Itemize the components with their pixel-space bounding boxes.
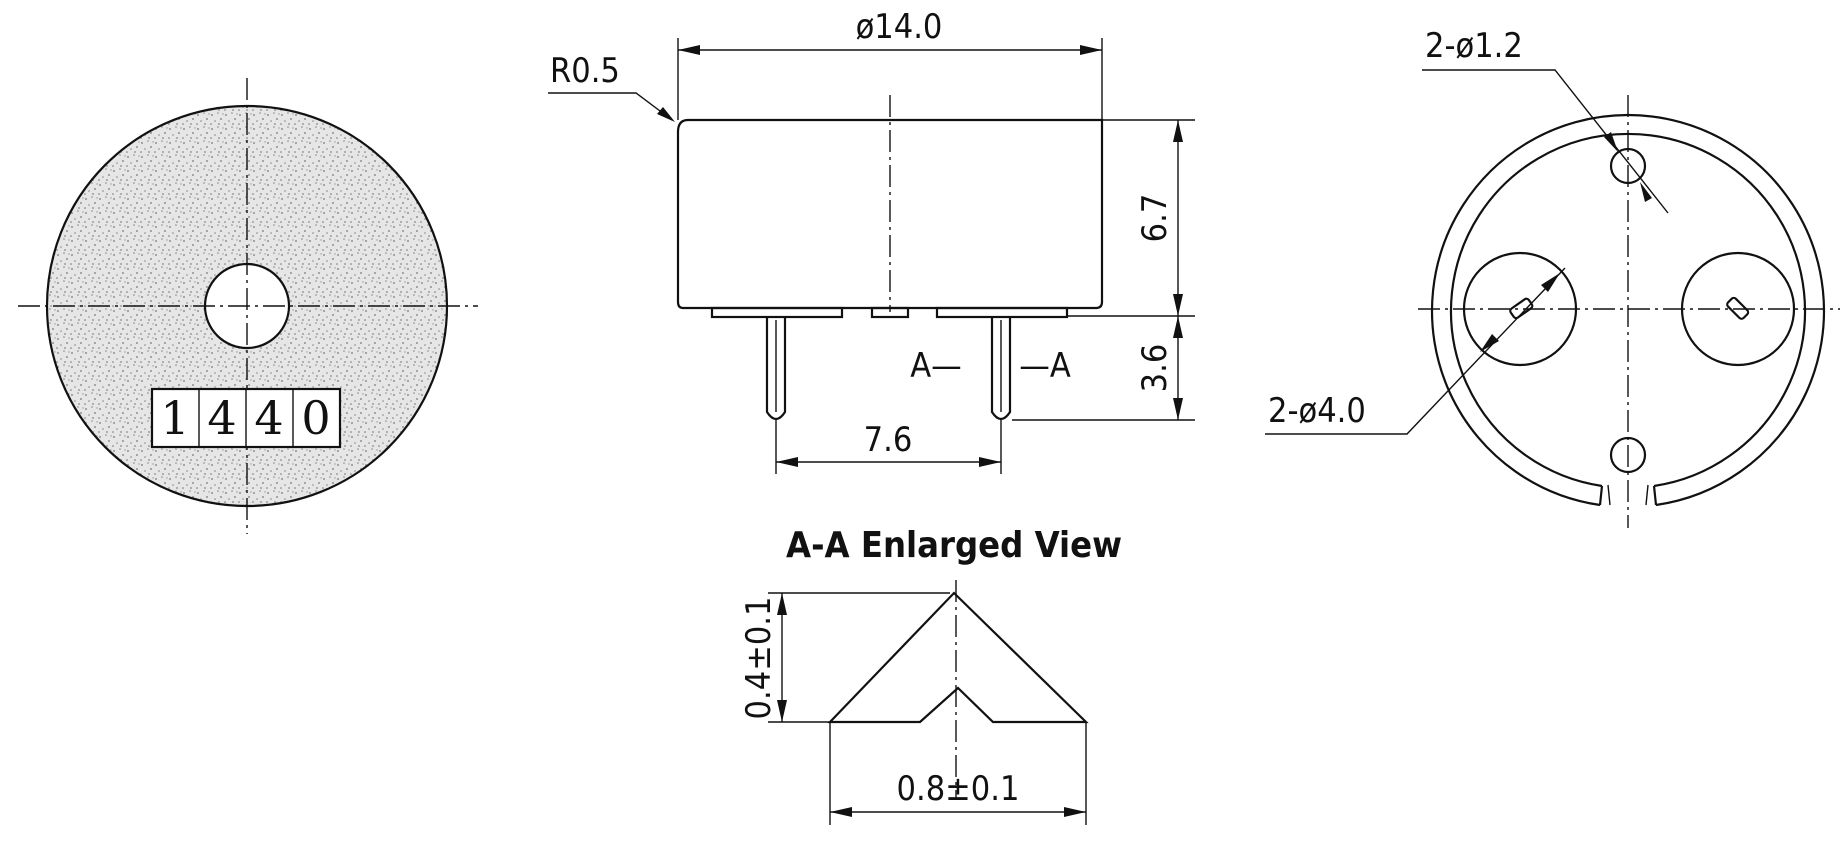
section-view: A-A Enlarged View 0.4±0.1 0.8±0.1 <box>739 525 1122 825</box>
pin-length-label: 3.6 <box>1135 344 1175 393</box>
section-marker-right: —A <box>1019 346 1071 386</box>
pad-leader <box>1265 267 1566 435</box>
pin-slot-right <box>1726 296 1750 320</box>
radius-leader <box>548 92 673 121</box>
base-foot-left <box>710 306 844 319</box>
height-label: 6.7 <box>1135 194 1175 243</box>
marking-digit-1: 1 <box>160 391 189 445</box>
marking-digit-4: 0 <box>301 391 330 445</box>
section-marker-left: A— <box>910 346 962 386</box>
bottom-view: 2-ø1.2 2-ø4.0 <box>1265 26 1840 528</box>
radius-label: R0.5 <box>550 51 620 91</box>
part-marking-box: 1 4 4 0 <box>150 387 342 449</box>
buzzer-body-outline <box>676 118 1104 310</box>
hole-bottom <box>1609 436 1647 474</box>
pin-spacing-label: 7.6 <box>864 420 913 460</box>
pin-right <box>990 317 1012 421</box>
tip-height-label: 0.4±0.1 <box>739 597 779 720</box>
hole-leader <box>1422 69 1669 214</box>
pad-label: 2-ø4.0 <box>1268 391 1366 431</box>
pin-tip-profile <box>827 591 1089 724</box>
section-title: A-A Enlarged View <box>786 525 1122 566</box>
hole-top <box>1609 147 1647 185</box>
side-view: ø14.0 R0.5 6.7 3.6 7.6 A— —A <box>548 7 1195 474</box>
pad-left <box>1462 251 1578 367</box>
pin-slot-left <box>1509 297 1534 320</box>
front-view: 1 4 4 0 <box>18 78 478 534</box>
hole-label: 2-ø1.2 <box>1425 26 1523 66</box>
marking-digit-2: 4 <box>207 391 236 445</box>
pad-right <box>1680 251 1796 367</box>
marking-digit-3: 4 <box>254 391 283 445</box>
tip-width-label: 0.8±0.1 <box>897 769 1020 809</box>
pin-left <box>765 317 787 421</box>
base-foot-right <box>935 306 1069 319</box>
diameter-label: ø14.0 <box>856 7 943 47</box>
base-foot-center <box>870 306 910 319</box>
